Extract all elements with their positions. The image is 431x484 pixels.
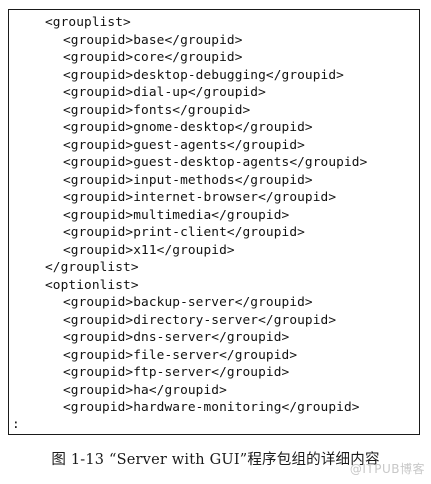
code-line: <groupid>backup-server</groupid> [63,295,313,310]
code-line: <groupid>dns-server</groupid> [63,330,290,345]
code-line: <groupid>fonts</groupid> [63,102,251,118]
code-line: <groupid>desktop-debugging</groupid> [63,67,344,83]
code-line: <groupid>hardware-monitoring</groupid> [63,400,360,415]
pager-prompt: : [12,417,20,432]
code-line: <groupid>internet-browser</groupid> [63,190,337,205]
code-line: <groupid>guest-desktop-agents</groupid> [63,155,368,170]
code-line: <groupid>gnome-desktop</groupid> [63,120,313,135]
code-line: <groupid>dial-up</groupid> [63,85,266,100]
code-line: <groupid>input-methods</groupid> [63,172,313,188]
code-line: <groupid>file-server</groupid> [63,347,298,363]
code-lines: <grouplist> <groupid>base</groupid> <group… [9,14,419,417]
code-line: <groupid>ha</groupid> [63,382,227,398]
figure-caption: 图 1-13 “Server with GUI”程序包组的详细内容 [51,452,380,468]
code-line: <grouplist> [45,15,131,30]
code-line: <groupid>ftp-server</groupid> [63,365,290,380]
code-line: <groupid>directory-server</groupid> [63,312,337,328]
code-line: <groupid>core</groupid> [63,50,243,65]
code-line: <groupid>multimedia</groupid> [63,207,290,223]
code-line: <groupid>base</groupid> [63,32,243,48]
code-line: <optionlist> [45,277,139,293]
code-line: <groupid>print-client</groupid> [63,225,305,240]
code-line: <groupid>x11</groupid> [63,242,235,258]
code-line: <groupid>guest-agents</groupid> [63,137,305,153]
code-listing-frame: <grouplist> <groupid>base</groupid> <group… [8,9,420,435]
code-line: </grouplist> [45,260,139,275]
watermark: @ITPUB博客 [349,462,425,476]
